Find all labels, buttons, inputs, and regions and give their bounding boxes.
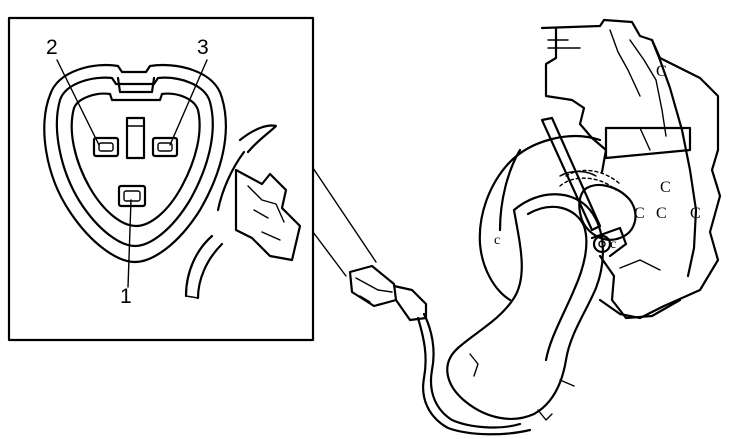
connector-housing-outer [43, 63, 227, 264]
connector-face [70, 92, 201, 228]
terminal-3-label: 3 [197, 36, 209, 59]
lever-arm [604, 126, 692, 160]
latch-notch [116, 76, 156, 94]
connector-housing-mid [55, 76, 214, 248]
harness-wires [416, 312, 532, 436]
leader-line-1 [127, 199, 132, 288]
svg-text:c: c [610, 237, 616, 252]
sensor-bolt [592, 234, 612, 254]
main-body [478, 135, 602, 302]
connector-inset [7, 16, 315, 342]
inset-frame [7, 16, 315, 342]
svg-text:C: C [656, 205, 667, 222]
terminal-2-cavity [92, 136, 120, 158]
center-key [125, 116, 146, 160]
svg-text:C: C [690, 205, 701, 222]
duct-elbow [446, 193, 604, 420]
terminal-2-label: 2 [46, 36, 58, 59]
sensor-body [578, 183, 637, 241]
terminal-1-label: 1 [120, 285, 132, 308]
pigtail-connector [348, 264, 428, 322]
main-assembly: C C C C C c c [446, 18, 722, 421]
svg-text:C: C [634, 205, 645, 222]
connector-side-view [184, 124, 302, 300]
upper-housing [540, 18, 722, 320]
terminal-1-cavity [117, 184, 147, 208]
leader-line-2 [56, 59, 100, 146]
sensor-rod [540, 116, 602, 232]
callout-pointer [312, 167, 377, 277]
svg-text:C: C [656, 63, 667, 80]
svg-text:c: c [494, 233, 500, 248]
svg-text:C: C [660, 179, 671, 196]
terminal-3-cavity [151, 136, 179, 158]
leader-line-3 [169, 59, 208, 146]
lower-housing [598, 254, 682, 320]
